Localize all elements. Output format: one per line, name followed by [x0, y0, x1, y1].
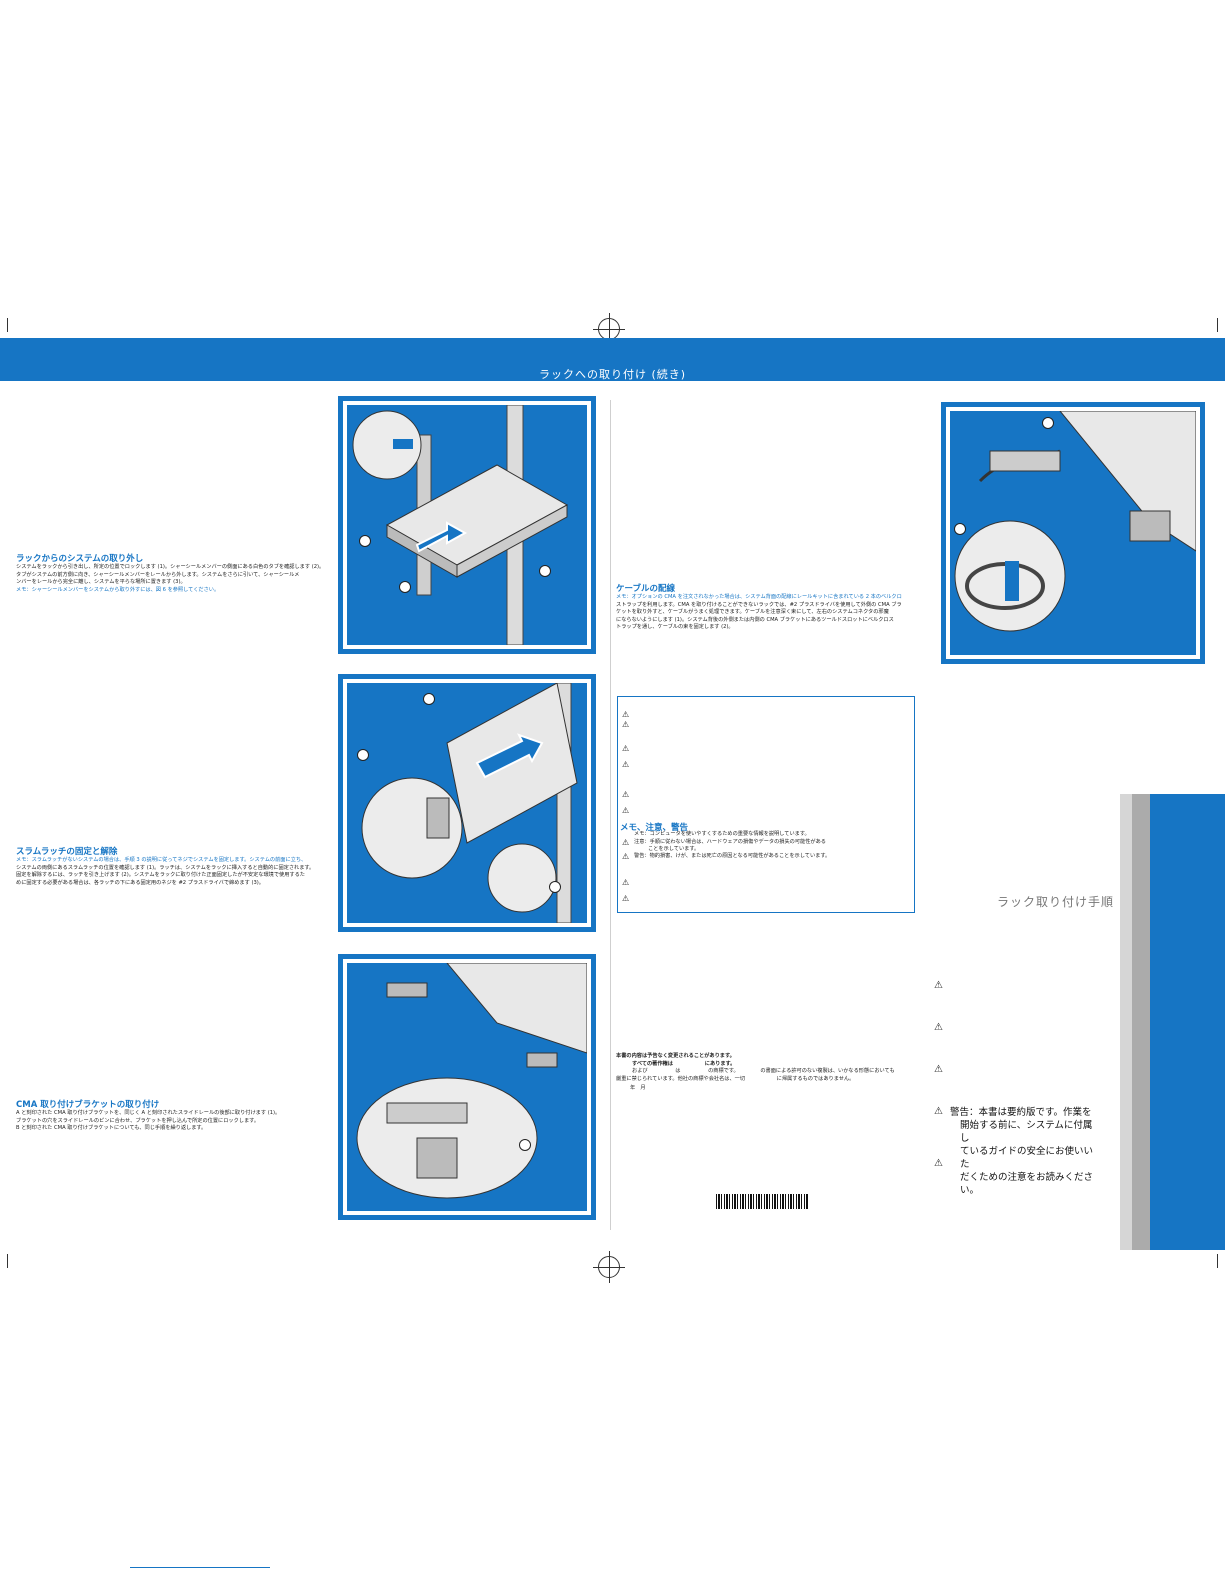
legal-fragment: の書面による許可のない複製は、いかなる形態においても	[760, 1068, 895, 1075]
cable-heading: ケーブルの配線	[616, 584, 675, 594]
warning-triangle-icon: ⚠	[934, 1106, 943, 1117]
illustration-cable-routing	[941, 402, 1205, 664]
cma-heading: CMA 取り付けブラケットの取り付け	[16, 1100, 160, 1110]
cover-warning-line: 開始する前に、システムに付属し	[960, 1120, 1093, 1144]
caution-text: 注意：手順に従わない場合は、ハードウェアの損傷やデータの損失の可能性がある	[634, 839, 826, 845]
slam-line: システムの両側にあるスラムラッチの位置を確認します (1)。ラッチは、システムを…	[16, 864, 315, 871]
header-banner	[0, 338, 1225, 381]
removal-text: システムをラックから引き出し、所定の位置でロックします (1)。シャーシールメン…	[16, 564, 336, 594]
warning-triangle-icon: ⚠	[622, 806, 630, 815]
cma-text: A と刻印された CMA 取り付けブラケットを、同じく A と刻印されたスライド…	[16, 1110, 336, 1133]
legal-fragment: は	[675, 1068, 681, 1075]
legal-date: 年 月	[630, 1085, 646, 1092]
legal-fragment: の商標です。	[708, 1068, 739, 1075]
callout-3	[549, 881, 561, 893]
warning-triangle-icon: ⚠	[934, 1158, 943, 1169]
slam-line: 固定を解除するには、ラッチを引き上げます (2)。システムをラックに取り付けた正…	[16, 872, 305, 879]
crop-mark-icon	[1217, 318, 1218, 332]
cover-warning-line: ているガイドの安全にお使いいた	[960, 1146, 1094, 1170]
crop-mark-icon	[7, 318, 8, 332]
warning-triangle-icon: ⚠	[622, 838, 630, 847]
legal-text: 本書の内容は予告なく変更されることがあります。 すべての著作権は にあります。 …	[616, 1053, 916, 1093]
removal-heading: ラックからのシステムの取り外し	[16, 554, 144, 564]
warning-triangle-icon: ⚠	[622, 760, 630, 769]
slam-line: メモ：スラムラッチがないシステムの場合は、手順 3 の説明に従ってネジでシステム…	[16, 857, 307, 863]
cma-bracket-illustration	[356, 963, 587, 1199]
slam-latch-illustration	[361, 683, 578, 923]
warning-triangle-icon: ⚠	[622, 790, 630, 799]
callout-1	[423, 693, 435, 705]
callout-2	[539, 565, 551, 577]
removal-line: システムをラックから引き出し、所定の位置でロックします (1)。シャーシールメン…	[16, 564, 325, 570]
warning-triangle-icon: ⚠	[934, 1064, 943, 1075]
cable-line: ストラップを利用します。CMA を取り付けることができないラックでは、#2 プラ…	[616, 601, 902, 608]
callout-1	[1042, 417, 1054, 429]
cover-stripe-dark	[1132, 794, 1150, 1250]
column-divider	[610, 400, 611, 1230]
callout-1	[359, 535, 371, 547]
illustration-removal	[338, 396, 596, 654]
cable-line: トラップを通し、ケーブルの束を固定します (2)。	[616, 624, 734, 631]
warning-text: 警告：物的損害、けが、または死亡の原因となる可能性があることを示しています。	[634, 853, 831, 859]
cma-line: B と刻印された CMA 取り付けブラケットについても、同じ手順を繰り返します。	[16, 1125, 207, 1132]
legal-fragment: および	[632, 1068, 648, 1075]
cable-line: メモ：オプションの CMA を注文されなかった場合は、システム背面の配線にレール…	[616, 594, 902, 600]
removal-note: メモ：シャーシールメンバーをシステムから取り外すには、図 6 を参照してください…	[16, 586, 220, 593]
callout-1	[519, 1139, 531, 1151]
barcode	[716, 1194, 808, 1209]
legal-fragment: に帰属するものではありません。	[776, 1075, 855, 1082]
cable-line: ケットを取り外すと、ケーブルがうまく処理できます。ケーブルを注意深く束にして、左…	[616, 609, 889, 616]
removal-line: ンバーをレールから完全に離し、システムを平らな場所に置きます (3)。	[16, 579, 186, 586]
crop-mark-icon	[7, 1254, 8, 1268]
legal-line: および は の商標です。 の書面による許可のない複製は、いかなる形態においても	[616, 1068, 916, 1076]
cover-stripe-blue	[1150, 794, 1225, 1250]
warning-triangle-icon: ⚠	[622, 744, 630, 753]
memo-text: メモ：コンピュータを使いやすくするための重要な情報を説明しています。	[634, 831, 810, 837]
legal-fragment: にあります。	[704, 1060, 736, 1067]
removal-line: タブがシステムの前方側に向き、シャーシールメンバーをレールから外します。システム…	[16, 571, 300, 578]
cover-warning-line: 警告：本書は要約版です。作業を	[950, 1107, 1092, 1118]
slam-line: めに固定する必要がある場合は、各ラッチの下にある固定用のネジを #2 プラスドラ…	[16, 879, 264, 886]
illustration-slam-latch	[338, 674, 596, 932]
illustration-cma-bracket	[338, 954, 596, 1220]
footer-rule	[130, 1567, 270, 1568]
cable-routing-illustration	[954, 411, 1196, 632]
legal-line: すべての著作権は にあります。	[616, 1061, 916, 1069]
notes-heading: メモ、注意、警告	[620, 823, 689, 833]
warning-triangle-icon: ⚠	[622, 852, 630, 861]
legal-fragment: 厳重に禁じられています。他社の商標や会社名は、一切	[616, 1075, 746, 1082]
cover-warning: 警告：本書は要約版です。作業を 開始する前に、システムに付属し ているガイドの安…	[938, 1106, 1098, 1197]
callout-2	[357, 749, 369, 761]
cover-title: ラック取り付け手順	[996, 895, 1114, 909]
server-rack-illustration	[352, 405, 569, 645]
warning-triangle-icon: ⚠	[934, 980, 943, 991]
cma-line: ブラケットの穴をスライドレールのピンに合わせ、ブラケットを押し込んで所定の位置に…	[16, 1117, 260, 1124]
legal-fragment: すべての著作権は	[632, 1060, 673, 1067]
notes-cautions-warnings-box: ⚠ ⚠ ⚠ ⚠ ⚠ ⚠ メモ、注意、警告 メモ：コンピュータを使いやすくするため…	[617, 696, 915, 913]
caution-text-cont: ことを示しています。	[648, 846, 700, 852]
crop-mark-icon	[1217, 1254, 1218, 1268]
cable-line: にならないようにします (1)。システム背後の外側または内側の CMA ブラケッ…	[616, 616, 894, 623]
cover-stripe-light	[1120, 794, 1132, 1250]
warning-triangle-icon: ⚠	[622, 878, 630, 887]
cable-text: メモ：オプションの CMA を注文されなかった場合は、システム背面の配線にレール…	[616, 594, 916, 632]
registration-mark-icon	[593, 1251, 625, 1283]
registration-mark-icon	[593, 313, 625, 345]
callout-3	[399, 581, 411, 593]
cover-warning-line: だくための注意をお読みください。	[960, 1172, 1094, 1196]
warning-triangle-icon: ⚠	[934, 1022, 943, 1033]
legal-line: 厳重に禁じられています。他社の商標や会社名は、一切 に帰属するものではありません…	[616, 1076, 916, 1084]
warning-triangle-icon: ⚠	[622, 894, 630, 903]
slam-latch-text: メモ：スラムラッチがないシステムの場合は、手順 3 の説明に従ってネジでシステム…	[16, 857, 336, 887]
legal-line: 本書の内容は予告なく変更されることがあります。	[616, 1053, 735, 1059]
warning-triangle-icon: ⚠	[622, 710, 630, 719]
cma-line: A と刻印された CMA 取り付けブラケットを、同じく A と刻印されたスライド…	[16, 1110, 281, 1116]
warning-triangle-icon: ⚠	[622, 720, 630, 729]
slam-latch-heading: スラムラッチの固定と解除	[16, 847, 118, 857]
banner-title: ラックへの取り付け (続き)	[538, 368, 687, 381]
callout-2	[954, 523, 966, 535]
